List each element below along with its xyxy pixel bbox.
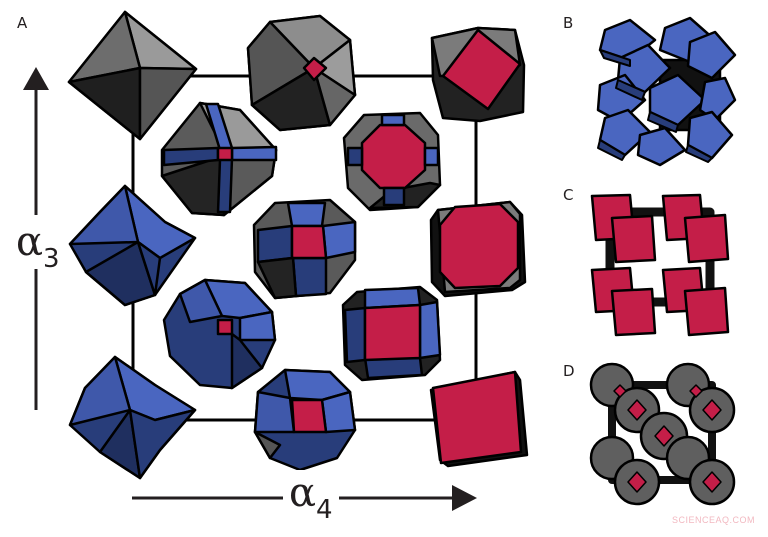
blue-rhombic-dodecahedron	[68, 355, 197, 480]
horizontal-axis-label: α4	[283, 470, 339, 525]
axis-subscript: 4	[316, 495, 333, 525]
panel-label-d: D	[563, 362, 575, 380]
panel-d-gray-lattice	[589, 362, 736, 506]
blue-rhombicuboctahedron-red-square	[341, 285, 442, 382]
truncated-polyhedron-red-center	[246, 14, 357, 132]
panel-label-c: C	[563, 186, 574, 204]
panel-label-b: B	[563, 14, 574, 32]
blue-cross-octahedron	[160, 101, 278, 217]
cube-with-red-diamond	[430, 26, 526, 123]
octahedron-shape	[67, 10, 198, 141]
red-octagon-polyhedron	[342, 111, 442, 212]
panel-b-blue-lattice	[596, 16, 737, 167]
vertical-axis-label: α3	[16, 215, 60, 274]
rhombic-blue-polyhedron	[68, 184, 197, 307]
red-octagon-cube	[429, 200, 527, 298]
red-cube	[429, 370, 529, 468]
watermark: SCIENCEAQ.COM	[672, 515, 756, 525]
alpha-symbol: α	[289, 470, 317, 516]
blue-red-rhombicuboctahedron	[252, 198, 357, 300]
panel-label-a: A	[17, 14, 28, 32]
alpha-symbol: α	[16, 219, 44, 265]
blue-rhombic-small-red	[162, 278, 277, 390]
blue-truncated-octahedron-red	[253, 368, 357, 472]
axis-subscript: 3	[43, 244, 60, 274]
panel-c-red-lattice	[590, 193, 730, 337]
